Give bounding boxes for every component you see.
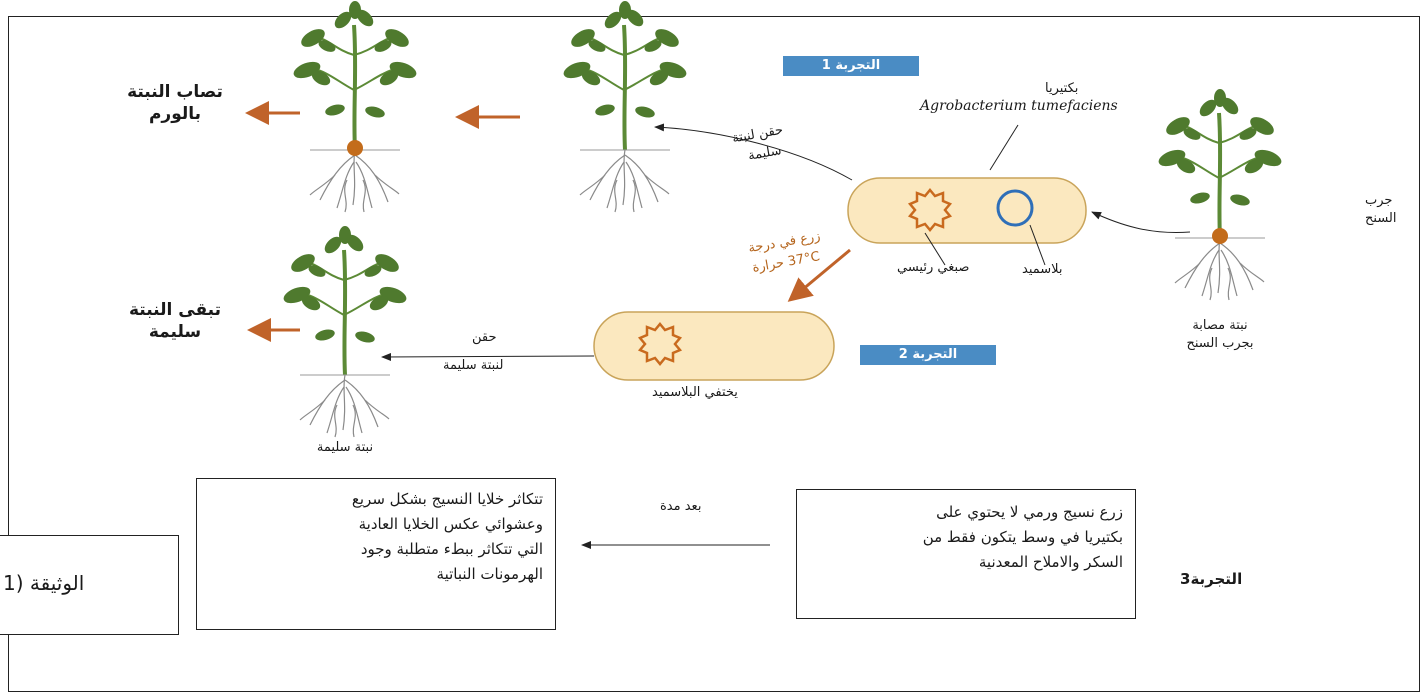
- exp2-result-line1: تبقى النبتة: [128, 300, 221, 320]
- bacterium-without-plasmid: [593, 311, 835, 381]
- arrow-orange-culture: [787, 248, 851, 302]
- source-plant-caption-line2: بجرب السنح: [1186, 336, 1254, 351]
- bacteria-label: بكتيريا: [1045, 81, 1079, 96]
- arrow-bacterium-to-plant-exp2: [381, 352, 595, 361]
- time-elapsed-label: بعد مدة: [660, 499, 702, 514]
- exp1-banner: التجربة 1: [783, 56, 919, 76]
- exp1-result-line1: تصاب النبتة: [127, 82, 223, 102]
- plasmid-label: بلاسميد: [1022, 262, 1063, 277]
- document-label-box: الوثيقة (1: [0, 535, 179, 635]
- exp3-result-box: تتكاثر خلايا النسيج بشكل سريع وعشوائي عك…: [196, 478, 556, 630]
- plasmid-icon: [996, 189, 1034, 227]
- inject-label-exp2-line2: لنبتة سليمة: [443, 358, 504, 373]
- document-label: الوثيقة (1: [3, 571, 85, 595]
- plasmid-label-pointer: [1029, 224, 1046, 266]
- plant-galled-result: [289, 0, 421, 214]
- bacterium-with-plasmid: [847, 177, 1087, 244]
- exp2-result-line2: سليمة: [148, 322, 202, 342]
- source-plant-caption-line1: نبتة مصابة: [1192, 318, 1248, 333]
- document-frame: [8, 16, 1420, 692]
- arrow-bacterium-to-plant-exp1: [654, 123, 853, 181]
- exp3-culture-line: زرع نسيج ورمي لا يحتوي على: [936, 503, 1123, 521]
- exp3-result-line: التي تتكاثر ببطء متطلبة وجود: [360, 540, 543, 558]
- chromosome-label-pointer: [924, 232, 946, 266]
- exp3-result-line: تتكاثر خلايا النسيج بشكل سريع: [351, 490, 543, 508]
- gall-tumor-icon: [1212, 228, 1228, 244]
- gall-label-line2: السنح: [1365, 211, 1397, 226]
- plant-infected-source: [1154, 87, 1286, 302]
- exp3-culture-line: بكتيريا في وسط يتكون فقط من: [922, 528, 1123, 546]
- exp2-banner: التجربة 2: [860, 345, 996, 365]
- exp1-result-line2: بالورم: [148, 104, 202, 124]
- gall-tumor-icon: [347, 140, 363, 156]
- plant-healthy-exp2: [279, 224, 411, 439]
- chromosome-icon: [907, 188, 953, 232]
- bacteria-species-label: Agrobacterium tumefaciens: [920, 98, 1118, 114]
- arrow-source-to-bacterium: [1091, 211, 1191, 234]
- arrow-bacterium-label-pointer: [989, 124, 1019, 171]
- exp3-culture-line: السكر والاملاح المعدنية: [978, 553, 1123, 571]
- exp3-result-line: الهرمونات النباتية: [436, 565, 543, 583]
- plant-injected-exp1: [559, 0, 691, 214]
- healthy-plant-caption: نبتة سليمة: [316, 440, 374, 455]
- inject-label-exp2-line1: حقن: [472, 330, 497, 345]
- gall-label-line1: جرب: [1365, 193, 1393, 208]
- plasmid-lost-label: يختفي البلاسميد: [652, 385, 738, 400]
- exp3-result-line: وعشوائي عكس الخلايا العادية: [358, 515, 543, 533]
- chromosome-icon: [637, 322, 683, 366]
- chromosome-label: صبغي رئيسي: [897, 260, 970, 275]
- exp3-culture-box: زرع نسيج ورمي لا يحتوي على بكتيريا في وس…: [796, 489, 1136, 619]
- exp3-label: التجربة3: [1180, 570, 1243, 588]
